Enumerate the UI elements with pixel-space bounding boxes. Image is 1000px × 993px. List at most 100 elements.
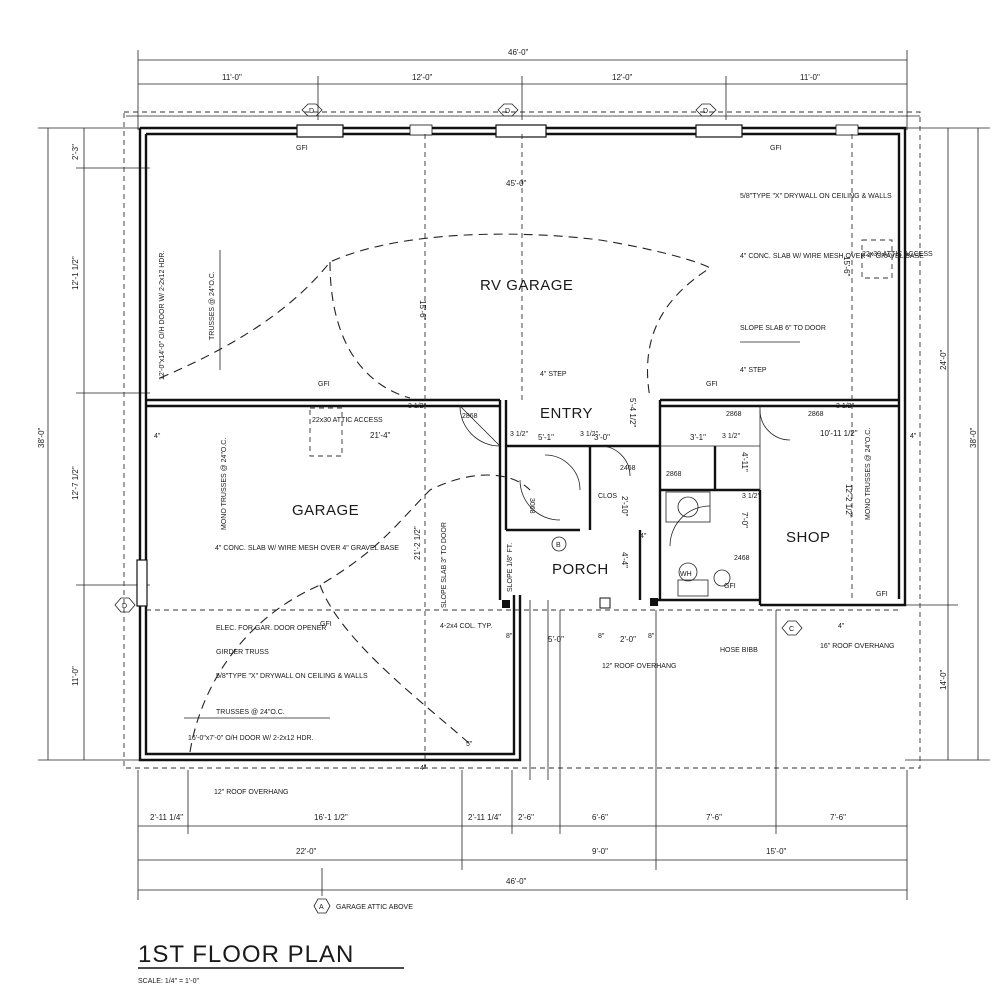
dim-step-h5: 3 1/2" [836,403,855,410]
note-garage-trusses: TRUSSES @ 24"O.C. [216,709,285,716]
note-step-right: 4" STEP [740,367,767,374]
note-roof-right: 16" ROOF OVERHANG [820,643,894,650]
gfi-4: GFI [706,381,718,388]
note-roof-left: 12" ROOF OVERHANG [214,789,288,796]
dim-entry-w: 5'-1" [538,433,554,442]
door-2868-c: 2868 [808,411,824,418]
note-garage-door: 16'-0"x7'-0" O/H DOOR W/ 2-2x12 HDR. [188,735,314,742]
dim-top-seg4: 11'-0" [800,73,820,82]
dim-step-h1: 3 1/2" [408,403,427,410]
dim-bath-d: 4'-11" [740,452,749,472]
dim-rv-right-depth: 15'-6" [842,256,851,277]
bottom-dimensions: 2'-11 1/4" 16'-1 1/2" 2'-11 1/4" 2'-6" 6… [137,600,908,900]
dim-clos-d: 2'-10" [620,496,629,517]
dim-porch-w: 5'-0" [548,635,564,644]
dim-bot-mid2: 9'-0" [592,847,608,856]
dim-bot-seg7: 7'-6" [830,813,846,822]
note-step-left: 4" STEP [540,371,567,378]
note-garage-mono: MONO TRUSSES @ 24"O.C. [221,438,228,530]
note-garage-drywall: 5/8"TYPE "X" DRYWALL ON CEILING & WALLS [216,673,368,680]
dim-bot-mid3: 15'-0" [766,847,787,856]
dim-garage-depth: 21'-2 1/2" [413,526,422,560]
porch-columns [502,597,658,609]
dim-step-h4: 3 1/2" [722,433,741,440]
note-hose: HOSE BIBB [720,647,758,654]
dim-step-h3: 3 1/2" [580,431,599,438]
marker-a: A [319,904,324,911]
note-shop-mono: MONO TRUSSES @ 24"O.C. [865,428,872,520]
gfi-3: GFI [318,381,330,388]
marker-d-2: D [505,108,510,115]
dim-left-overall: 38'-0" [37,427,46,448]
dim-wall-4d: 4" [640,533,647,540]
dim-wall-4b: 4" [910,433,917,440]
room-entry: ENTRY [540,405,593,422]
door-2468-a: 2468 [620,465,636,472]
door-3068: 3068 [528,498,535,514]
door-2868-d: 2868 [666,471,682,478]
dim-wall-4e: 4" [838,623,845,630]
room-garage: GARAGE [292,502,359,519]
note-garage-slab: 4" CONC. SLAB W/ WIRE MESH OVER 4" GRAVE… [215,545,399,552]
gfi-2: GFI [770,145,782,152]
note-porch-slope: SLOPE 1/8" FT. [507,543,514,592]
garage-attic-access-box [309,407,343,457]
note-rv-drywall: 5/8"TYPE "X" DRYWALL ON CEILING & WALLS [740,193,892,200]
roof-outline [123,111,921,769]
dim-rv-inner-depth: 15'-6" [418,300,427,321]
section-marker-c: C [781,620,803,636]
room-rv-garage: RV GARAGE [480,277,573,294]
dim-left-3: 12'-7 1/2" [71,466,80,500]
note-rv-slope: SLOPE SLAB 6" TO DOOR [740,325,826,332]
note-rv-drywall-text: 5/8"TYPE "X" DRYWALL ON CEILING & WALLS [740,193,892,200]
dim-porch-d: 4'-4" [620,552,629,568]
note-clos: CLOS [598,493,617,500]
dim-left-1: 2'-3" [71,144,80,160]
marker-d-4: D [122,603,127,610]
overhead-door-swings [159,233,712,753]
dim-closet-w: 3'-0" [594,433,610,442]
marker-c: C [789,626,794,633]
dim-wall-4c: 4" [420,765,427,772]
dim-shop-d: 12'-2 1/2" [844,484,853,518]
door-2868-b: 2868 [726,411,742,418]
right-dimensions: 24'-0" 14'-0" 38'-0" [905,127,990,761]
note-rv-attic: 22x30 ATTIC ACCESS [862,251,933,258]
gfi-1: GFI [296,145,308,152]
section-marker-b: B [551,536,567,552]
room-porch: PORCH [552,561,609,578]
dim-bot-overall: 46'-0" [506,877,527,886]
note-girder: GIRDER TRUSS [216,649,269,656]
dim-shop-w: 10'-11 1/2" [820,429,858,438]
note-roof-mid: 12" ROOF OVERHANG [602,663,676,670]
dim-post-8a: 8" [506,633,513,640]
note-rv-trusses: TRUSSES @ 24"O.C. [209,271,216,340]
dim-top-seg3: 12'-0" [612,73,633,82]
window-markers-d: D D D D [114,103,717,613]
note-rv-slab: 4" CONC. SLAB W/ WIRE MESH OVER 4" GRAVE… [740,253,924,260]
rv-attic-access-box [861,239,893,279]
dim-right-overall: 38'-0" [969,427,978,448]
dim-wall-4a: 4" [154,433,161,440]
gfi-6: GFI [876,591,888,598]
note-elec: ELEC. FOR GAR. DOOR OPENER [216,625,326,632]
dim-left-4: 11'-0" [71,666,80,686]
exterior-walls [136,124,907,762]
dim-right-upper: 24'-0" [939,349,948,370]
interior-door-swings [459,405,791,547]
attic-above-marker: A GARAGE ATTIC ABOVE [313,868,413,914]
dim-bath-w: 3'-1" [690,433,706,442]
dim-rv-inner-width: 45'-0" [506,179,527,188]
door-2868-a: 2868 [462,413,478,420]
dim-top-seg2: 12'-0" [412,73,433,82]
dim-bot-seg1: 2'-11 1/4" [150,813,183,822]
marker-d-1: D [309,108,314,115]
dim-step-h2: 3 1/2" [510,431,529,438]
dim-garage-width: 21'-4" [370,431,391,440]
note-attic-above: GARAGE ATTIC ABOVE [336,904,413,911]
note-col: 4-2x4 COL. TYP. [440,623,492,630]
title-block: 1ST FLOOR PLAN SCALE: 1/4" = 1'-0" [138,941,404,985]
room-shop: SHOP [786,529,831,546]
dim-entry-d: 5'-4 1/2" [628,398,637,427]
